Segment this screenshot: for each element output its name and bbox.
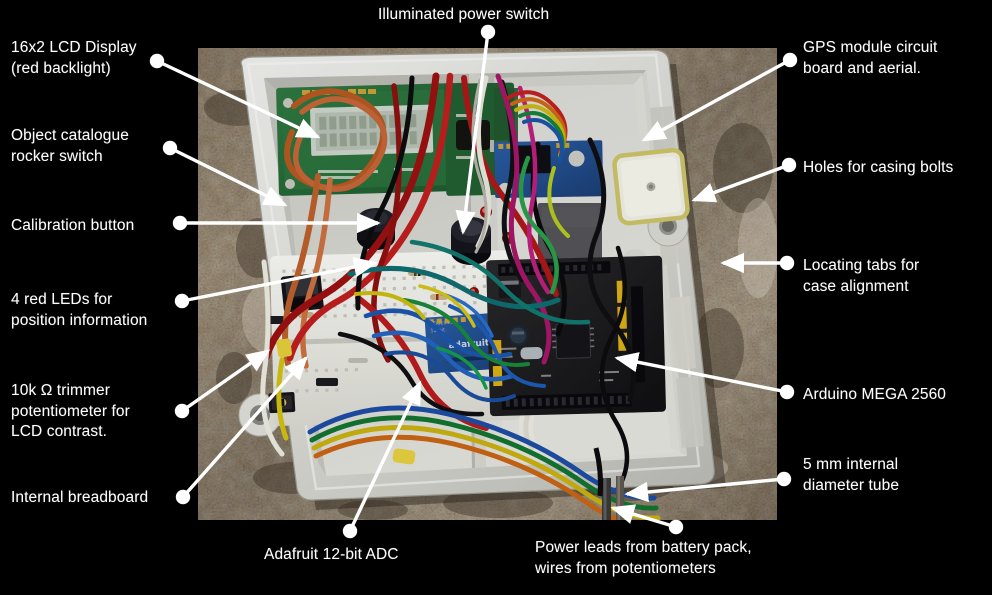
- annotation-label-locating-tabs: Locating tabs for case alignment: [803, 257, 920, 295]
- leader-dot-calibration-button: [172, 215, 188, 231]
- annotation-label-power-leads: Power leads from battery pack, wires fro…: [535, 539, 752, 577]
- annotation-label-trimmer-potentiometer: 10k Ω trimmer potentiometer for LCD cont…: [11, 382, 130, 440]
- annotation-label-five-mm-tube: 5 mm internal diameter tube: [803, 456, 900, 494]
- annotation-label-holes-for-casing-bolts: Holes for casing bolts: [803, 159, 954, 176]
- leader-dot-adafruit-adc: [342, 523, 358, 539]
- annotation-label-adafruit-adc: Adafruit 12-bit ADC: [264, 546, 399, 563]
- annotation-label-red-leds: 4 red LEDs for position information: [11, 291, 148, 329]
- project-photograph: adafruit ADS101512-bit: [198, 48, 777, 520]
- annotation-label-lcd-display: 16x2 LCD Display (red backlight): [11, 39, 137, 77]
- leader-dot-holes-for-casing-bolts: [781, 157, 797, 173]
- leader-dot-five-mm-tube: [776, 471, 792, 487]
- annotation-label-calibration-button: Calibration button: [11, 217, 135, 234]
- annotation-label-object-catalogue-rocker-switch: Object catalogue rocker switch: [11, 127, 129, 165]
- leader-dot-locating-tabs: [779, 255, 795, 271]
- leader-dot-arduino-mega-2560: [779, 384, 795, 400]
- leader-dot-gps-module: [782, 52, 798, 68]
- annotation-label-illuminated-power-switch: Illuminated power switch: [378, 6, 550, 23]
- leader-dot-trimmer-potentiometer: [174, 403, 190, 419]
- annotation-label-internal-breadboard: Internal breadboard: [11, 489, 149, 506]
- leader-dot-power-leads: [668, 519, 684, 535]
- leader-dot-illuminated-power-switch: [480, 24, 496, 40]
- annotation-label-arduino-mega-2560: Arduino MEGA 2560: [803, 386, 947, 403]
- leader-dot-object-catalogue-rocker-switch: [162, 140, 178, 156]
- annotation-label-gps-module: GPS module circuit board and aerial.: [803, 39, 938, 77]
